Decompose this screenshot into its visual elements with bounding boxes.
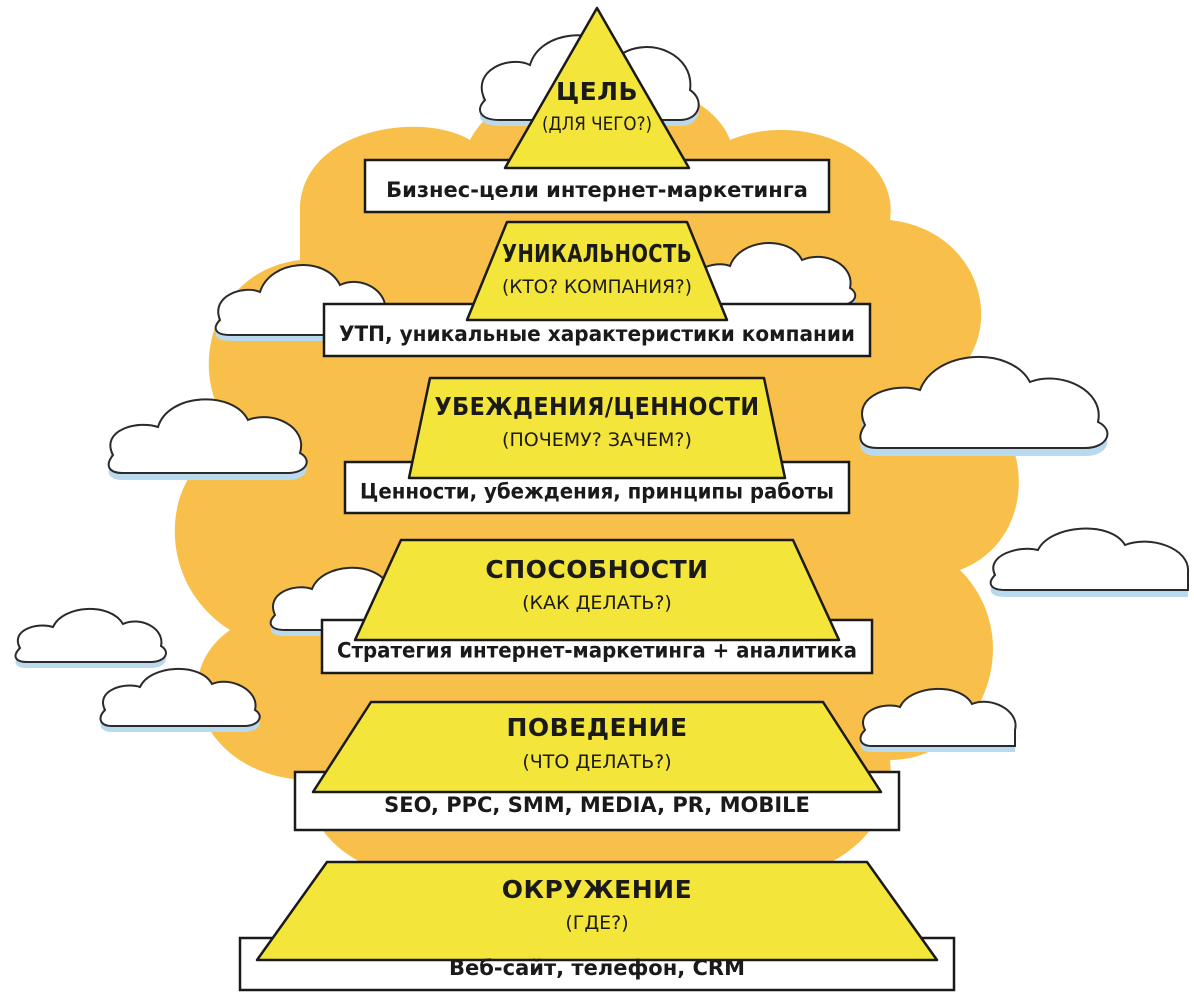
tier-1-banner-text: Бизнес-цели интернет-маркетинга (386, 178, 808, 202)
tier-4-title: СПОСОБНОСТИ (485, 555, 708, 584)
tier-6: ОКРУЖЕНИЕ (ГДЕ?) Веб-сайт, телефон, CRM (238, 860, 956, 992)
tier-2-banner-text: УТП, уникальные характеристики компании (339, 322, 855, 346)
tier-5: ПОВЕДЕНИЕ (ЧТО ДЕЛАТЬ?) SEO, PPC, SMM, MED… (293, 700, 901, 832)
tier-6-shape (255, 860, 939, 962)
tier-6-question: (ГДЕ?) (565, 912, 628, 934)
tier-1-question: (ДЛЯ ЧЕГО?) (542, 113, 652, 135)
tier-4-banner-text: Стратегия интернет-маркетинга + аналитик… (337, 639, 857, 663)
tier-6-title: ОКРУЖЕНИЕ (502, 875, 692, 904)
tier-3: УБЕЖДЕНИЯ/ЦЕННОСТИ (ПОЧЕМУ? ЗАЧЕМ?) Ценнос… (343, 376, 851, 515)
tier-2-title: УНИКАЛЬНОСТЬ (502, 239, 692, 268)
tier-2-shape (465, 220, 729, 322)
tier-3-title: УБЕЖДЕНИЯ/ЦЕННОСТИ (435, 392, 760, 421)
tier-3-question: (ПОЧЕМУ? ЗАЧЕМ?) (502, 429, 692, 451)
tier-5-question: (ЧТО ДЕЛАТЬ?) (522, 751, 671, 773)
tier-5-shape (311, 700, 883, 794)
tier-2-question: (КТО? КОМПАНИЯ?) (502, 276, 692, 298)
tier-1-shape (503, 6, 691, 170)
tier-3-banner-text: Ценности, убеждения, принципы работы (360, 480, 834, 504)
tier-6-banner-text: Веб-сайт, телефон, CRM (449, 956, 745, 980)
tier-2: УНИКАЛЬНОСТЬ (КТО? КОМПАНИЯ?) УТП, уникаль… (322, 220, 872, 358)
cloud-right-lower (989, 527, 1190, 597)
tier-4-question: (КАК ДЕЛАТЬ?) (522, 592, 672, 614)
pyramid-tiers: ЦЕЛЬ (ДЛЯ ЧЕГО?) Бизнес-цели интернет-марк… (238, 6, 956, 992)
tier-3-shape (407, 376, 787, 480)
cloud-right-bottom (859, 688, 1017, 752)
tier-1: ЦЕЛЬ (ДЛЯ ЧЕГО?) Бизнес-цели интернет-марк… (363, 6, 831, 214)
tier-4: СПОСОБНОСТИ (КАК ДЕЛАТЬ?) Стратегия интерн… (320, 538, 874, 675)
tier-5-title: ПОВЕДЕНИЕ (506, 713, 687, 742)
clouds (14, 34, 1190, 752)
cloud-left-bottom (99, 668, 261, 732)
cloud-far-left (14, 608, 167, 668)
cloud-left-middle (107, 398, 308, 480)
tier-4-shape (353, 538, 841, 642)
tier-5-banner-text: SEO, PPC, SMM, MEDIA, PR, MOBILE (384, 793, 810, 817)
tier-1-title: ЦЕЛЬ (556, 77, 638, 106)
cloud-right-middle (859, 355, 1109, 456)
